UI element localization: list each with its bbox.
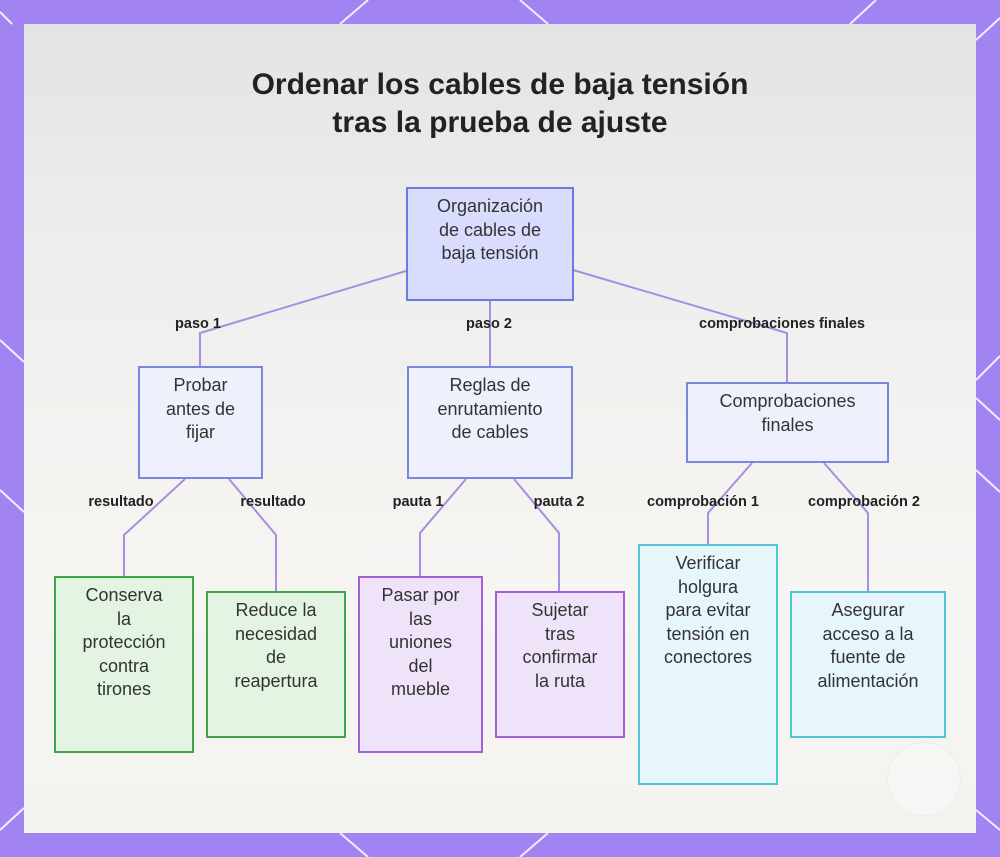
node-reduce: Reduce la necesidad de reapertura — [206, 591, 346, 738]
edge-label-comprobacion1: comprobación 1 — [647, 494, 759, 510]
edge-label-comprobacion2: comprobación 2 — [808, 494, 920, 510]
node-reglas: Reglas de enrutamiento de cables — [407, 366, 573, 479]
node-comprobaciones: Comprobaciones finales — [686, 382, 889, 463]
page-title-line-1: Ordenar los cables de baja tensión — [251, 68, 749, 101]
edge-reglas-pasar — [419, 478, 467, 576]
node-sujetar: Sujetar tras confirmar la ruta — [495, 591, 625, 738]
edge-root-probar — [199, 270, 407, 366]
edge-comprobaciones-asegurar — [823, 462, 869, 591]
node-asegurar: Asegurar acceso a la fuente de alimentac… — [790, 591, 946, 738]
page-title-line-2: tras la prueba de ajuste — [332, 106, 668, 139]
edge-label-resultado-b: resultado — [240, 494, 306, 510]
logo-icon — [887, 742, 961, 816]
edge-label-pauta2: pauta 2 — [533, 494, 585, 510]
node-probar: Probar antes de fijar — [138, 366, 263, 479]
edge-label-resultado-a: resultado — [88, 494, 154, 510]
edge-root-comprobaciones — [572, 269, 788, 382]
edge-label-paso1: paso 1 — [175, 316, 221, 332]
node-verificar: Verificar holgura para evitar tensión en… — [638, 544, 778, 785]
page-title: Ordenar los cables de baja tensión tras … — [150, 66, 850, 142]
node-root: Organización de cables de baja tensión — [406, 187, 574, 301]
edge-label-paso2: paso 2 — [466, 316, 512, 332]
edge-comprobaciones-verificar — [707, 462, 753, 544]
edge-probar-reduce — [228, 478, 277, 591]
node-pasar: Pasar por las uniones del mueble — [358, 576, 483, 753]
edge-probar-conserva — [123, 478, 186, 576]
node-conserva: Conserva la protección contra tirones — [54, 576, 194, 753]
edge-reglas-sujetar — [513, 478, 560, 591]
edge-label-finales: comprobaciones finales — [699, 316, 865, 332]
edge-label-pauta1: pauta 1 — [392, 494, 444, 510]
